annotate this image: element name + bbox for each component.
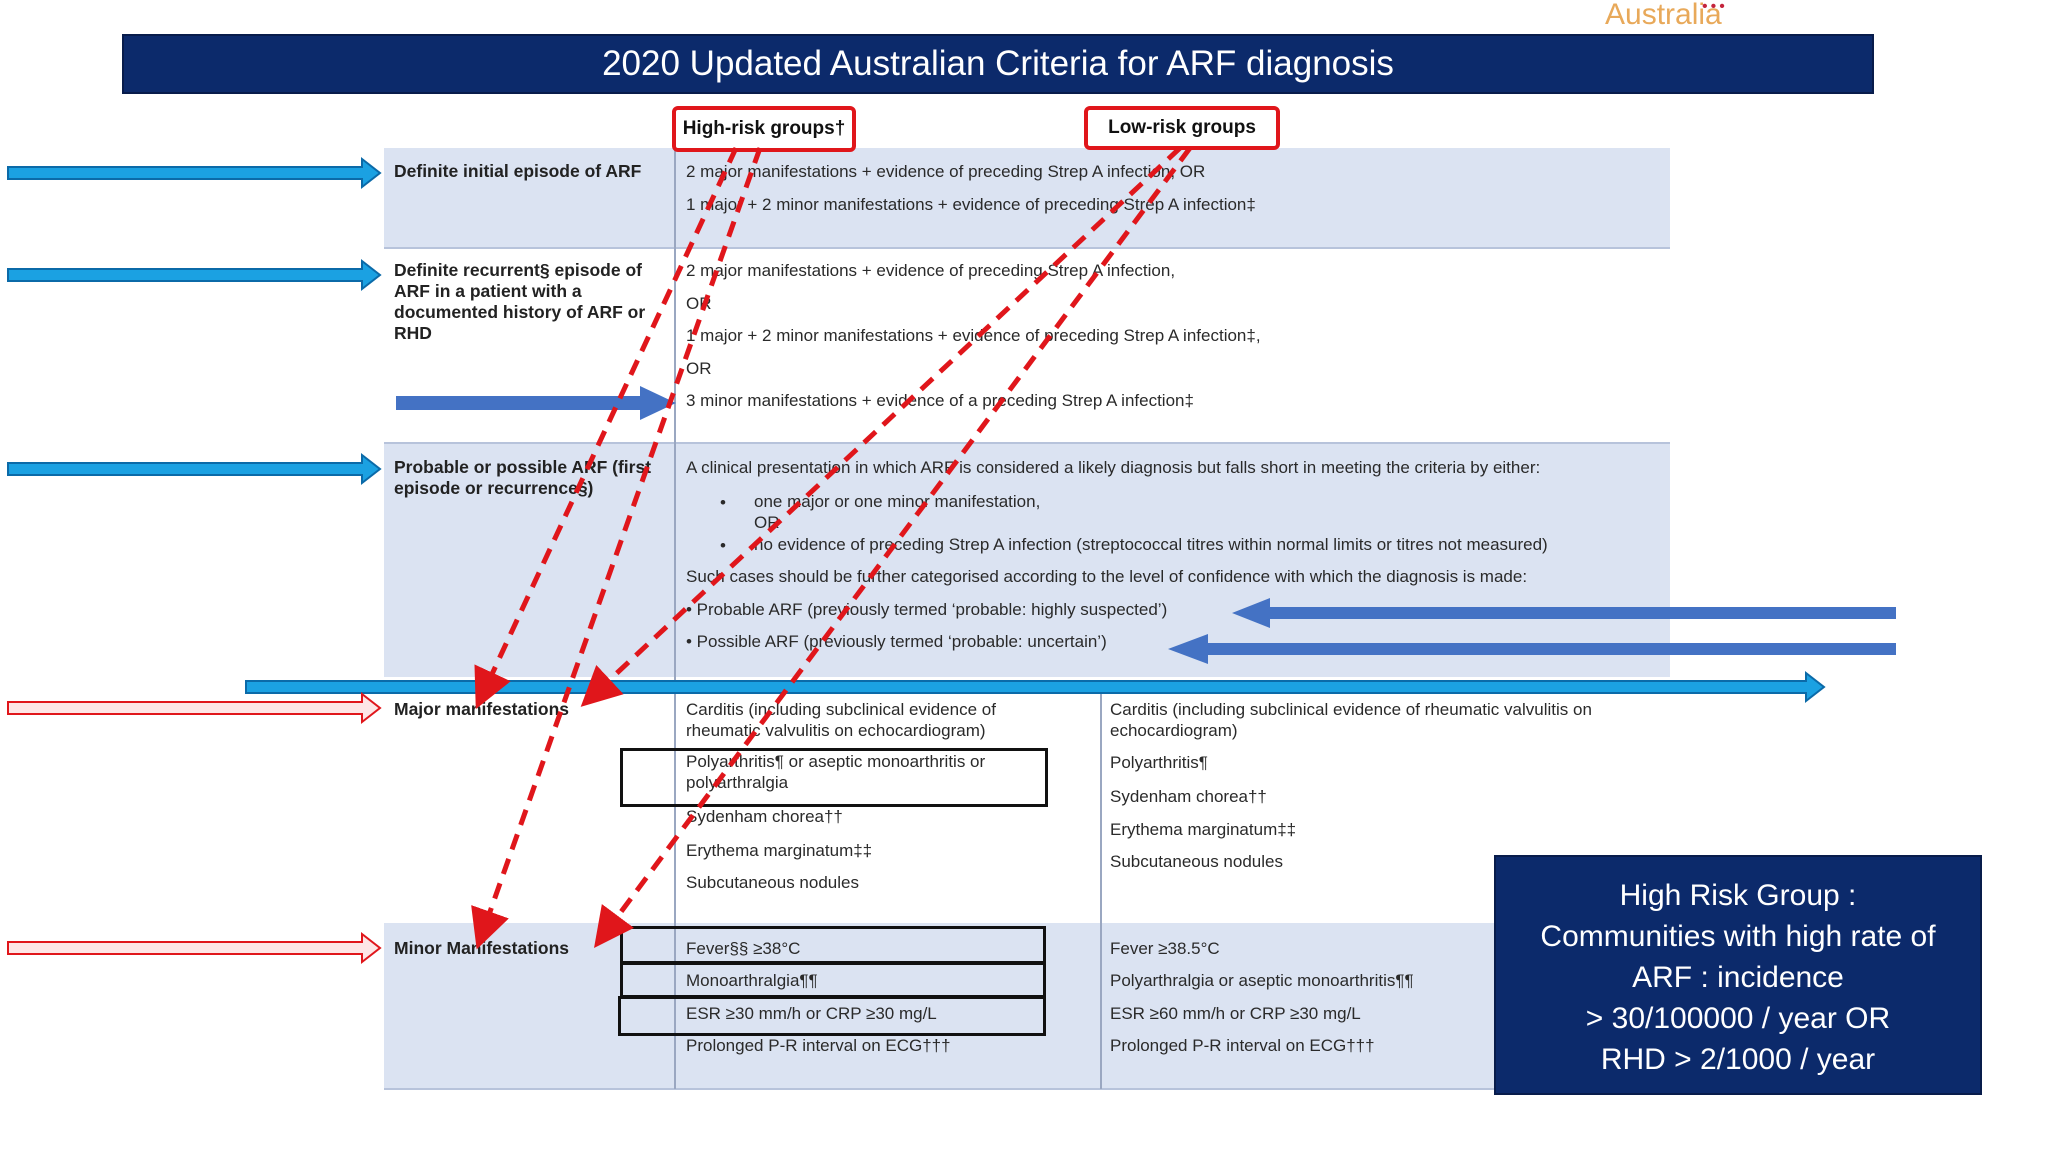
logo-mark-icon: ••• [1702,0,1728,15]
definite-initial-line: 2 major manifestations + evidence of pre… [686,162,1206,181]
definite-recurrent-line: 1 major + 2 minor manifestations + evide… [686,326,1261,345]
info-line: High Risk Group : [1619,878,1857,912]
probable-bullet: no evidence of preceding Strep A infecti… [754,535,1548,554]
minor-high-item: Monoarthralgia¶¶ [686,971,818,990]
minor-high-item: ESR ≥30 mm/h or CRP ≥30 mg/L [686,1004,937,1023]
minor-low-item: Polyarthralgia or aseptic monoarthritis¶… [1110,971,1414,990]
info-line: Communities with high rate of [1540,919,1936,953]
major-low-item: Erythema marginatum‡‡ [1110,820,1297,839]
dashed-arrow [474,146,739,710]
info-line: > 30/100000 / year OR [1585,1001,1891,1035]
highlight-box-esr [618,996,1046,1036]
row-separator [384,247,1670,249]
major-high-item: Subcutaneous nodules [686,873,859,892]
major-low-item: Polyarthritis¶ [1110,753,1208,772]
row-band-minor [384,923,1494,1089]
high-risk-group-info-box: High Risk Group : Communities with high … [1494,855,1982,1095]
row-band-definite-initial [384,148,1670,248]
definite-recurrent-line: 2 major manifestations + evidence of pre… [686,261,1176,280]
arrow-right-icon [7,258,382,292]
arrow-right-icon [396,386,676,420]
bullet-icon: • [720,536,726,555]
arrow-right-icon [7,452,382,486]
arrow-left-icon [1232,598,1896,628]
minor-low-item: Fever ≥38.5°C [1110,939,1220,958]
high-risk-groups-header: High-risk groups† [672,106,856,152]
arrow-left-icon [1168,634,1896,664]
arrow-right-icon [7,931,382,965]
definite-recurrent-line: OR [686,359,712,378]
logo-text: Australia [1605,0,1722,31]
minor-low-item: ESR ≥60 mm/h or CRP ≥30 mg/L [1110,1004,1361,1023]
major-high-item: Sydenham chorea†† [686,807,843,826]
possible-arf-line: • Possible ARF (previously termed ‘proba… [686,632,1107,651]
major-low-item: Subcutaneous nodules [1110,852,1283,871]
info-line: RHD > 2/1000 / year [1600,1042,1876,1076]
row-label-definite-initial: Definite initial episode of ARF [394,161,642,181]
major-low-item: Sydenham chorea†† [1110,787,1267,806]
row-separator [384,442,1670,444]
highlight-box-polyarthritis [620,748,1048,807]
dashed-arrow [580,146,1182,707]
row-band-probable [384,443,1670,677]
minor-low-item: Prolonged P-R interval on ECG††† [1110,1036,1375,1055]
bullet-icon: • [720,493,726,512]
probable-arf-line: • Probable ARF (previously termed ‘proba… [686,600,1168,619]
major-high-item: Carditis (including subclinical evidence… [686,700,996,740]
row-label-definite-recurrent: Definite recurrent§ episode of ARF in a … [394,260,646,343]
major-low-item: Carditis (including subclinical evidence… [1110,700,1592,740]
dashed-arrow [594,146,1193,949]
major-high-item: Polyarthritis¶ or aseptic monoarthritis … [686,752,986,792]
probable-bullet: one major or one minor manifestation, [754,492,1041,511]
arrow-right-icon [7,156,382,190]
row-separator [384,1088,1494,1090]
arrow-right-icon [7,691,382,725]
minor-high-item: Fever§§ ≥38°C [686,939,801,958]
low-risk-groups-header: Low-risk groups [1084,106,1280,150]
probable-further: Such cases should be further categorised… [686,567,1528,586]
major-high-item: Erythema marginatum‡‡ [686,841,873,860]
dashed-arrow [471,147,763,950]
definite-recurrent-line: 3 minor manifestations + evidence of a p… [686,391,1194,410]
page-title: 2020 Updated Australian Criteria for ARF… [122,34,1874,94]
column-divider [1100,690,1102,1089]
minor-high-item: Prolonged P-R interval on ECG††† [686,1036,951,1055]
probable-intro: A clinical presentation in which ARF is … [686,458,1541,477]
row-label-probable: Probable or possible ARF (first episode … [394,457,652,498]
info-line: ARF : incidence [1632,960,1844,994]
